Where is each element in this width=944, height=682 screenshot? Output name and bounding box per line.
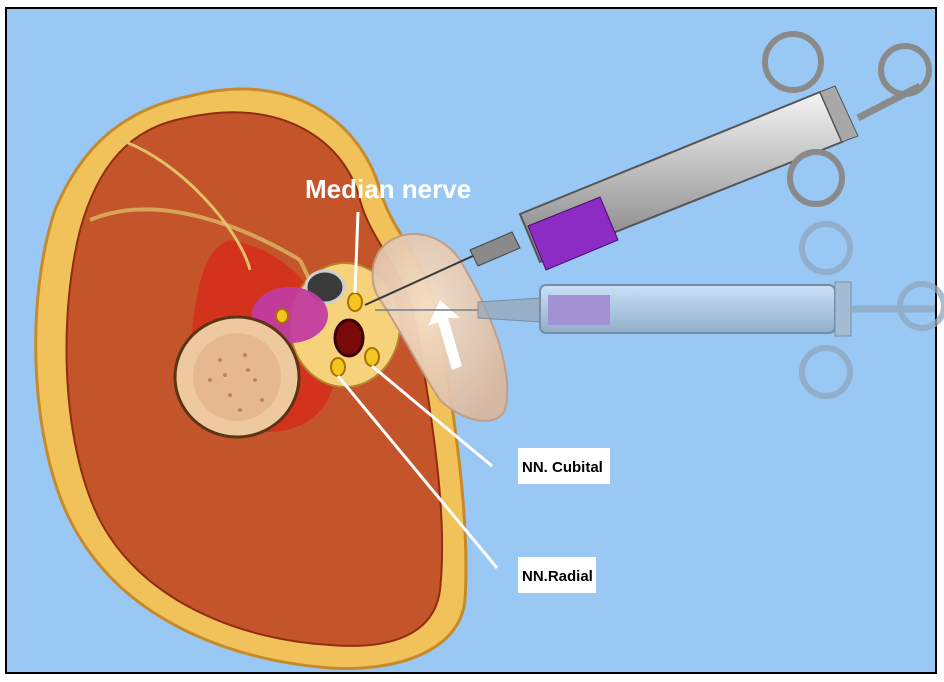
- median-nerve-dot: [348, 293, 362, 311]
- label-radial: NN.Radial: [522, 568, 593, 585]
- label-cubital: NN. Cubital: [522, 459, 603, 476]
- radial-nerve-dot: [331, 358, 345, 376]
- artery: [335, 320, 363, 356]
- cubital-nerve-dot: [365, 348, 379, 366]
- label-median-nerve: Median nerve: [305, 174, 471, 204]
- flexor-nerve-dot: [276, 309, 288, 323]
- humerus-bone: [175, 317, 299, 437]
